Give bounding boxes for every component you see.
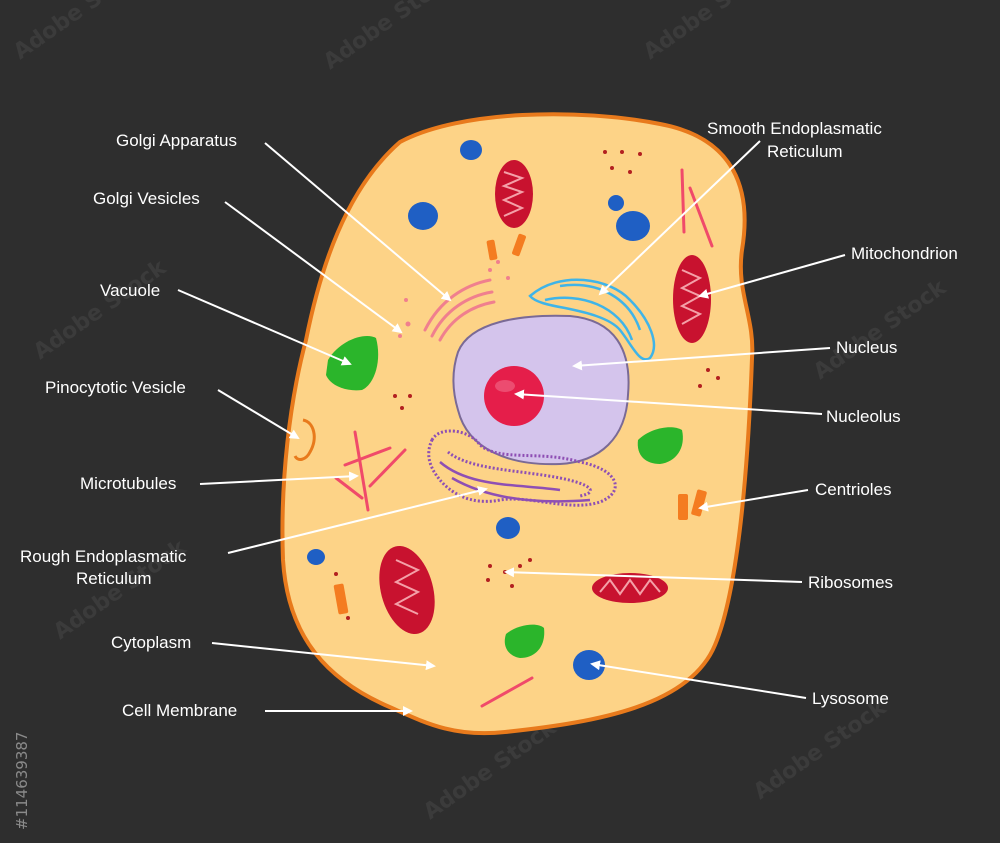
watermark: Adobe Stock: [639, 0, 782, 65]
label-vacuole: Vacuole: [100, 281, 160, 300]
label-golgi-apparatus: Golgi Apparatus: [116, 131, 237, 150]
ribosomes: [334, 150, 720, 620]
nucleolus-highlight: [495, 380, 515, 392]
lysosome: [573, 650, 605, 680]
microtubules: [334, 168, 714, 708]
leader-microtubules: [199, 471, 359, 485]
label-mitochondrion: Mitochondrion: [851, 244, 958, 263]
mitochondrion: [495, 160, 533, 228]
vacuole: [637, 427, 683, 464]
label-lysosome: Lysosome: [812, 689, 889, 708]
lysosome: [408, 202, 438, 230]
watermark: Adobe Stock: [29, 255, 172, 365]
leader-vacuole: [177, 289, 352, 366]
watermark: Adobe Stock: [319, 0, 462, 75]
label-microtubules: Microtubules: [80, 474, 176, 493]
leader-ribosomes: [504, 567, 803, 583]
vacuole: [504, 624, 545, 658]
label-smooth-er-line2: Reticulum: [767, 142, 843, 161]
leader-cytoplasm: [211, 642, 436, 671]
leader-golgi-apparatus: [264, 142, 452, 302]
label-nucleolus: Nucleolus: [826, 407, 901, 426]
rough-er-fold: [439, 461, 591, 503]
label-nucleus: Nucleus: [836, 338, 897, 357]
rough-endoplasmic-reticulum: [427, 429, 617, 507]
leader-lysosome: [590, 660, 807, 699]
leader-smooth-er: [598, 140, 761, 296]
leader-lines: [177, 140, 846, 716]
label-cytoplasm: Cytoplasm: [111, 633, 191, 652]
centrioles: [333, 233, 707, 615]
mitochondrion: [592, 573, 668, 603]
label-golgi-vesicles: Golgi Vesicles: [93, 189, 200, 208]
golgi-apparatus: [423, 278, 496, 342]
lysosome: [307, 549, 325, 565]
watermark: Adobe Stock: [749, 695, 892, 805]
leader-centrioles: [698, 489, 809, 512]
lysosome: [496, 517, 520, 539]
vacuole: [326, 336, 379, 391]
leader-pinocytotic-vesicle: [217, 389, 300, 440]
watermark: Adobe Stock: [9, 0, 152, 65]
leader-nucleus: [572, 347, 831, 371]
mitochondrion: [673, 255, 711, 343]
leader-golgi-vesicles: [224, 201, 403, 334]
label-ribosomes: Ribosomes: [808, 573, 893, 592]
label-cell-membrane: Cell Membrane: [122, 701, 237, 720]
nucleolus: [484, 366, 544, 426]
stock-id: #114639387: [13, 732, 31, 830]
lysosome: [608, 195, 624, 211]
lysosome: [616, 211, 650, 241]
mitochondrion: [379, 546, 435, 634]
label-smooth-er-line1: Smooth Endoplasmatic: [707, 119, 882, 138]
label-centrioles: Centrioles: [815, 480, 892, 499]
label-pinocytotic-vesicle: Pinocytotic Vesicle: [45, 378, 186, 397]
label-rough-er-line1: Rough Endoplasmatic: [20, 547, 187, 566]
leader-nucleolus: [514, 389, 823, 415]
lysosome: [460, 140, 482, 160]
leader-rough-er: [227, 486, 488, 554]
pinocytotic-vesicle: [293, 418, 316, 461]
leader-mitochondrion: [698, 254, 846, 299]
label-rough-er-line2: Reticulum: [76, 569, 152, 588]
watermark: Adobe Stock: [809, 275, 952, 385]
golgi-vesicles: [398, 260, 510, 338]
